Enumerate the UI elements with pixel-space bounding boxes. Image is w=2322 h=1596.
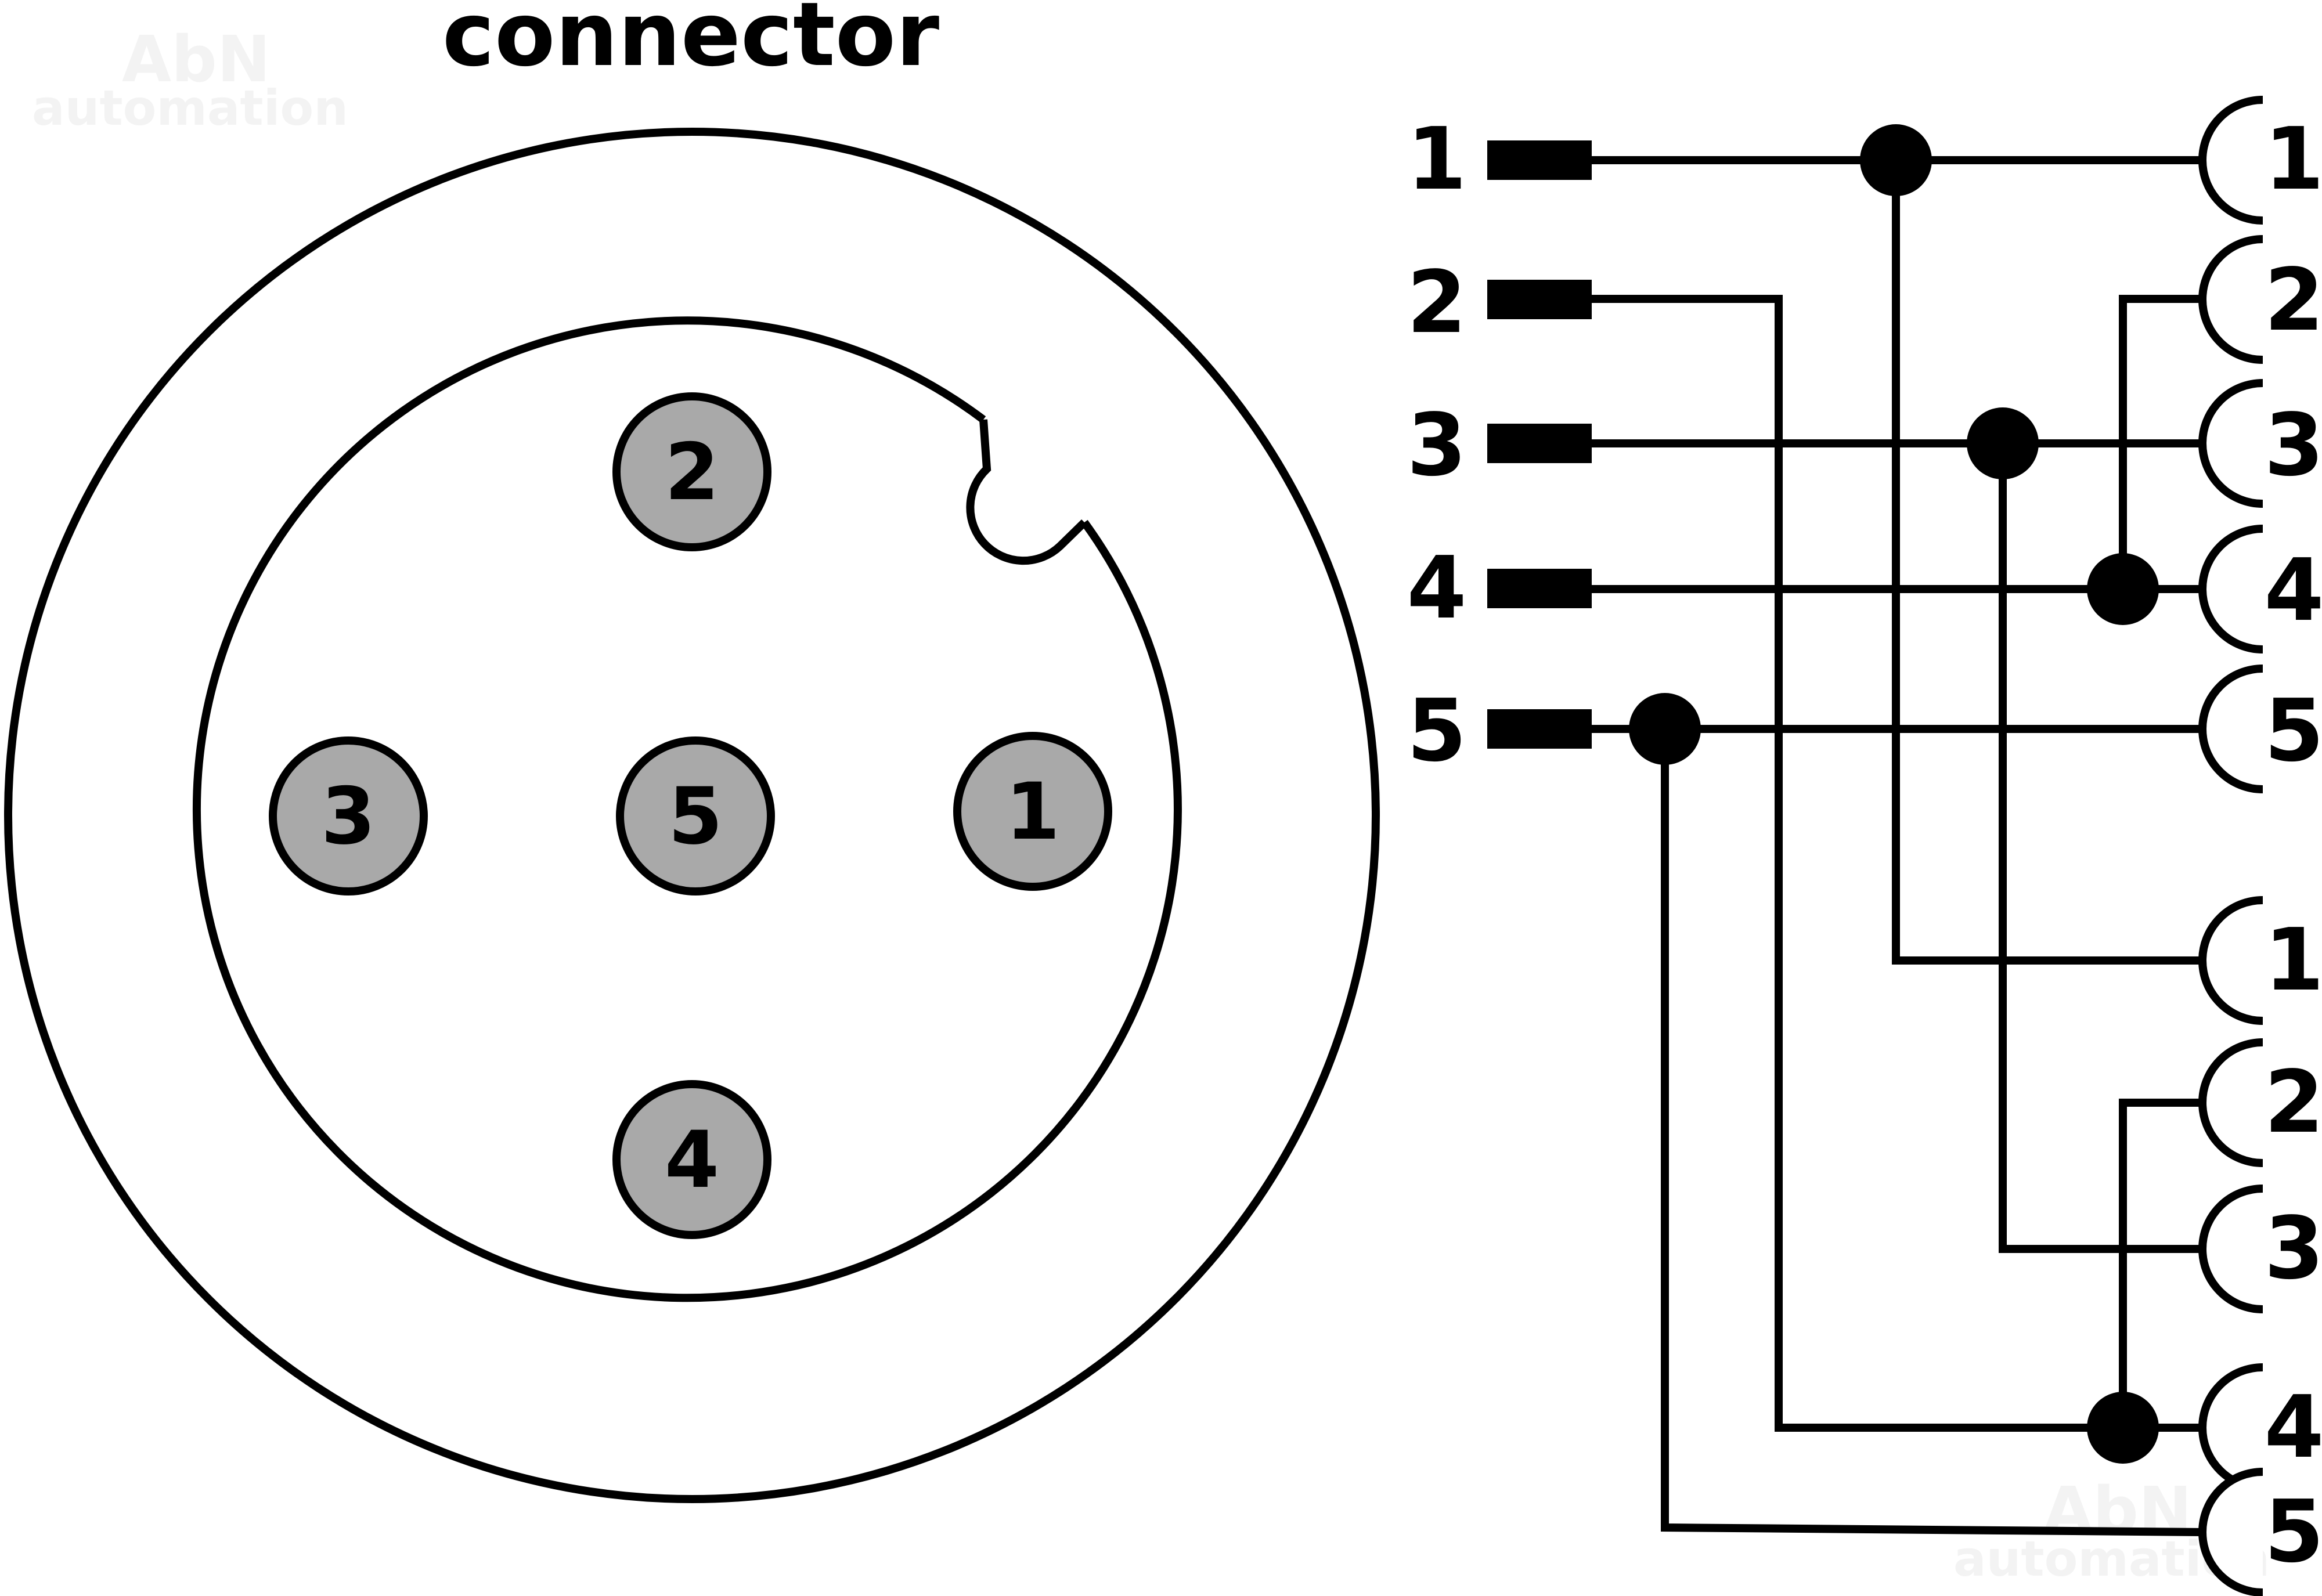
- pin-1-label: 1: [1005, 766, 1060, 857]
- pin-1-circle: [953, 732, 1112, 891]
- input-label-2: 2: [1407, 252, 1467, 352]
- outer-ring: [4, 128, 1380, 1503]
- female-contacts-a: [2198, 96, 2263, 793]
- wire-2-a-branch: [2119, 295, 2205, 589]
- male-contact-4: [1487, 569, 1592, 608]
- pin-4-label: 4: [665, 1114, 719, 1205]
- pin-5-circle: [616, 736, 775, 896]
- diagram-title: connector: [442, 0, 939, 86]
- output-labels-a: 1 2 3 4 5: [2265, 109, 2322, 781]
- male-contact-5: [1487, 709, 1592, 749]
- connector-face: [4, 128, 1380, 1503]
- socket-a-3: [2198, 379, 2263, 508]
- male-contact-1: [1487, 140, 1592, 180]
- pin-4-circle: [612, 1080, 771, 1239]
- output-b-label-1: 1: [2265, 910, 2322, 1010]
- pin-2-circle: [612, 392, 771, 551]
- input-label-5: 5: [1407, 681, 1467, 781]
- pin-5-label: 5: [668, 771, 723, 862]
- socket-b-3: [2198, 1185, 2263, 1313]
- output-a-label-5: 5: [2265, 681, 2322, 781]
- pin-4: 4: [612, 1080, 771, 1239]
- watermark-line2: automation: [32, 80, 348, 136]
- socket-a-5: [2198, 665, 2263, 793]
- pin-3-circle: [269, 736, 428, 896]
- wire-3-branch: [1999, 443, 2205, 1253]
- male-contacts: [1487, 140, 1592, 749]
- output-b-label-5: 5: [2265, 1482, 2322, 1581]
- wire-2-b-branch: [2119, 1099, 2205, 1428]
- female-contacts-b: [2198, 896, 2263, 1596]
- socket-a-4: [2198, 525, 2263, 653]
- junction-2b-4: [2087, 1392, 2159, 1464]
- input-label-3: 3: [1407, 395, 1467, 495]
- junction-3: [1967, 407, 2039, 479]
- output-a-label-2: 2: [2265, 250, 2322, 350]
- junction-1: [1860, 124, 1932, 196]
- output-b-label-4: 4: [2265, 1377, 2322, 1477]
- pin-1: 1: [953, 732, 1112, 891]
- socket-a-2: [2198, 235, 2263, 364]
- input-labels: 1 2 3 4 5: [1407, 109, 1467, 781]
- output-a-label-3: 3: [2265, 395, 2322, 495]
- keying-notch: [966, 419, 1087, 565]
- wire-1-branch: [1892, 160, 2205, 965]
- pin-5: 5: [616, 736, 775, 896]
- output-b-label-2: 2: [2265, 1052, 2322, 1152]
- wire-5-branch: [1661, 729, 2205, 1536]
- junctions: [1629, 124, 2159, 1464]
- output-labels-b: 1 2 3 4 5: [2265, 910, 2322, 1581]
- socket-a-1: [2198, 96, 2263, 225]
- male-contact-3: [1487, 424, 1592, 463]
- input-label-4: 4: [1407, 538, 1467, 638]
- pin-2: 2: [612, 392, 771, 551]
- wires: [1592, 156, 2205, 1536]
- output-a-label-4: 4: [2265, 540, 2322, 640]
- watermark-logo-top: AbN automation: [32, 22, 348, 136]
- socket-b-1: [2198, 896, 2263, 1025]
- socket-b-2: [2198, 1038, 2263, 1167]
- output-a-label-1: 1: [2265, 109, 2322, 209]
- socket-b-5: [2198, 1468, 2263, 1596]
- output-b-label-3: 3: [2265, 1198, 2322, 1298]
- pin-3: 3: [269, 736, 428, 896]
- male-contact-2: [1487, 280, 1592, 319]
- inner-ring: [192, 316, 1182, 1302]
- junction-5: [1629, 693, 1701, 765]
- input-label-1: 1: [1407, 109, 1467, 209]
- pin-3-label: 3: [321, 771, 376, 862]
- junction-2a-4: [2087, 553, 2159, 625]
- watermark-line1: AbN: [122, 22, 271, 96]
- pin-2-label: 2: [665, 427, 719, 518]
